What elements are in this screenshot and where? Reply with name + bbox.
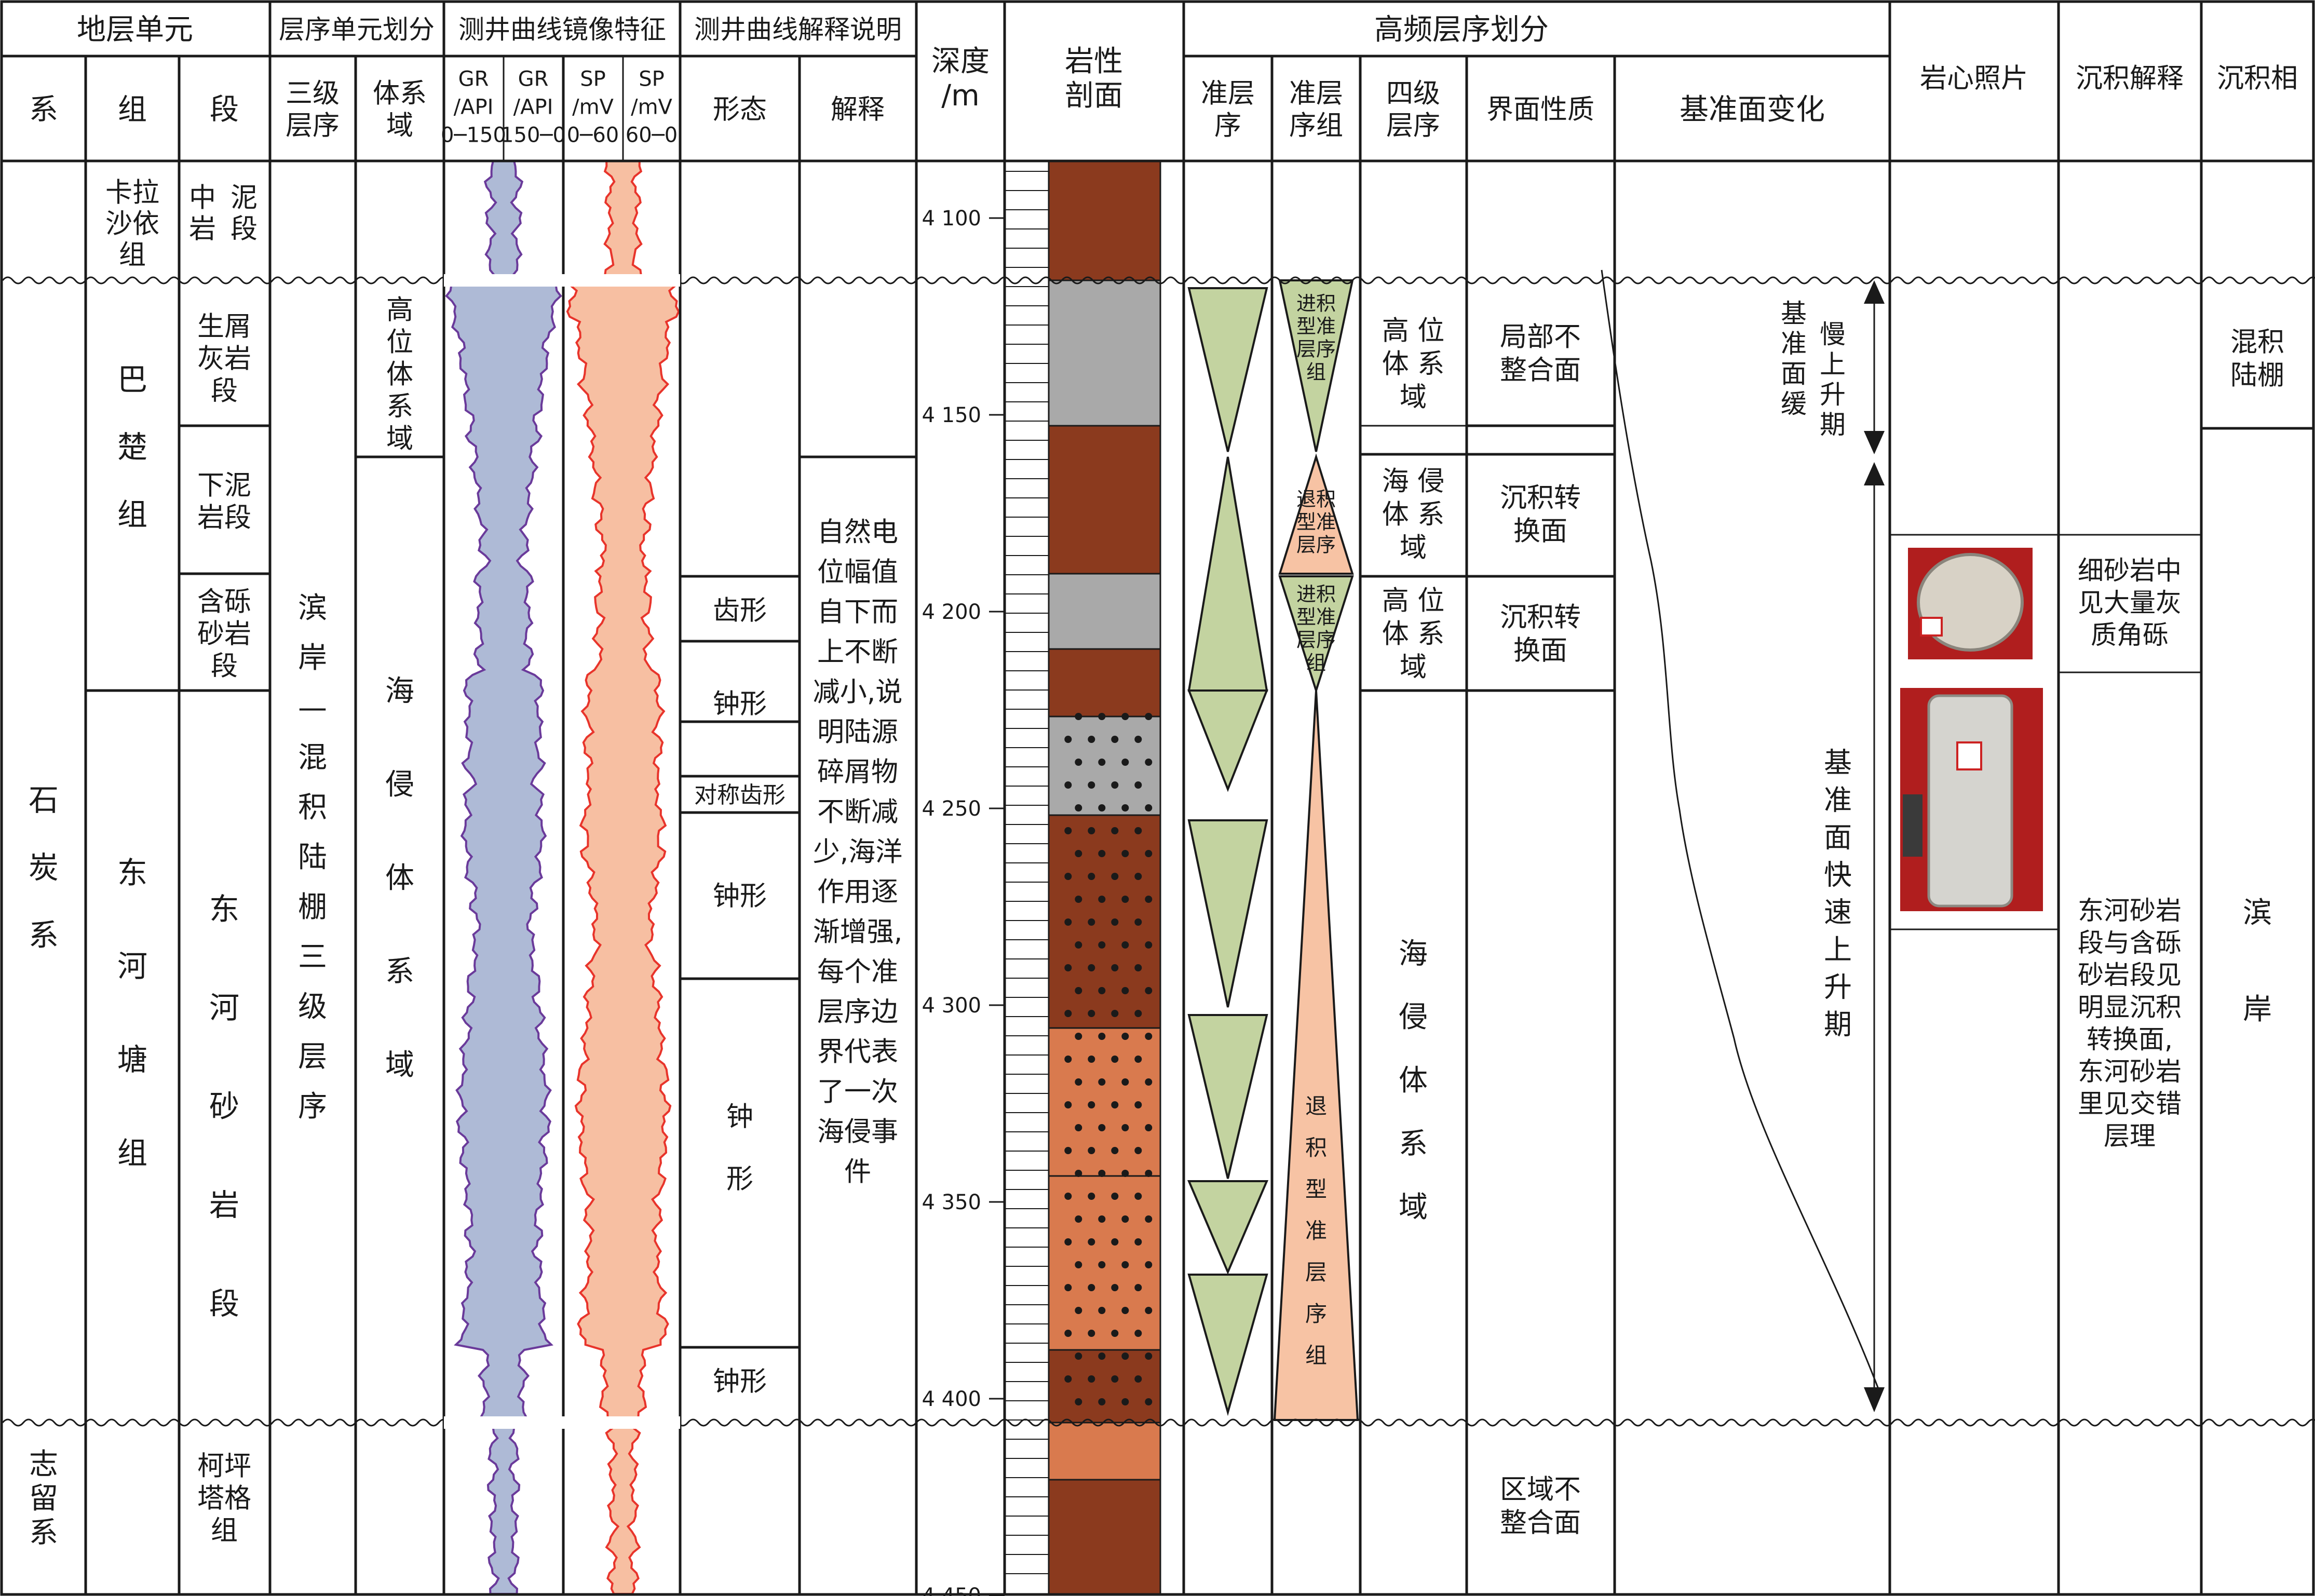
header-depth: 深度/m — [931, 45, 990, 113]
bioclastic-limestone-member: 生屑灰岩段 — [197, 312, 251, 407]
header-system: 系 — [29, 93, 58, 127]
base-level-arrows — [1864, 280, 1885, 1412]
header-parasequence: 准层序 — [1201, 78, 1255, 142]
depth-label: 4 150 — [922, 403, 981, 427]
header-sed-interp: 沉积解释 — [2076, 63, 2184, 94]
header-base-level-change: 基准面变化 — [1680, 93, 1825, 127]
header-sequence-division: 层序单元划分 — [279, 15, 435, 45]
header-lithology: 岩性剖面 — [1065, 45, 1123, 113]
surface-transition-1: 沉积转换面 — [1500, 483, 1581, 547]
header-strat-unit: 地层单元 — [77, 13, 193, 47]
hst-upper: 高 位体 系域 — [1382, 316, 1445, 413]
third-order-sequence-label: 滨岸—混积陆棚三级层序 — [298, 591, 327, 1124]
header-core-photo: 岩心照片 — [1920, 63, 2028, 94]
header-shape: 形态 — [713, 94, 767, 126]
tst-label: 海侵体系域 — [385, 674, 414, 1082]
shape-symmetric-serrated: 对称齿形 — [694, 782, 786, 808]
hst-label: 高位体系域 — [386, 295, 413, 455]
parasequence-triangle — [1187, 287, 1268, 452]
pebbly-sandstone-member: 含砾砂岩段 — [197, 587, 251, 682]
header-third-order: 三级层序 — [286, 78, 340, 142]
tst-upper: 海 侵体 系域 — [1382, 466, 1445, 564]
header-fourth-order: 四级层序 — [1386, 78, 1440, 142]
ps-set-retrogradational-lower: 退积型准层序组 — [1305, 1093, 1327, 1368]
unconformity-wave — [2, 276, 2315, 285]
donghetang-formation: 东河塘组 — [117, 855, 147, 1171]
base-level-fast-rise: 基准面快速上升期 — [1824, 746, 1852, 1040]
ps-set-triangle — [1278, 279, 1354, 452]
middle-mudstone-b: 泥段 — [231, 183, 258, 245]
header-parasequence-set: 准层序组 — [1289, 78, 1343, 142]
donghe-sandstone-member: 东河砂岩段 — [209, 891, 239, 1321]
surface-regional-unconformity: 区域不整合面 — [1500, 1475, 1581, 1539]
hst-lower: 高 位体 系域 — [1382, 586, 1445, 683]
shape-serrated: 齿形 — [713, 596, 767, 627]
header-formation: 组 — [118, 93, 147, 127]
parasequence-triangle — [1187, 1274, 1268, 1416]
log-explanation-text: 自然电位幅值自下而上不断减小,说明陆源碎屑物不断减少,海洋作用逐渐增强,每个准层… — [813, 517, 903, 1188]
sed-interp-upper: 细砂岩中见大量灰质角砾 — [2078, 556, 2182, 650]
ps-set-retrogradational-upper: 退积型准层序 — [1296, 488, 1336, 557]
depth-label: 4 400 — [922, 1387, 981, 1411]
shape-bell-4: 钟形 — [713, 1367, 767, 1398]
ps-set-triangle — [1278, 575, 1354, 694]
tst-lower: 海侵体系域 — [1399, 937, 1428, 1224]
parasequence-triangle — [1187, 456, 1268, 692]
header-member: 段 — [210, 93, 239, 127]
header-hf-division: 高频层序划分 — [1374, 13, 1549, 47]
silurian-system: 志留系 — [29, 1448, 58, 1550]
core-photo-2 — [1900, 688, 2043, 911]
surface-local-unconformity: 局部不整合面 — [1500, 322, 1581, 386]
depth-label: 4 350 — [922, 1191, 981, 1214]
base-level-slow-rise-a: 基准面缓 — [1781, 299, 1807, 419]
facies-shore: 滨岸 — [2243, 896, 2272, 1026]
karasayi-formation: 卡拉沙依组 — [105, 178, 159, 271]
header-surface-nature: 界面性质 — [1486, 94, 1594, 126]
depth-label: 4 250 — [922, 797, 981, 821]
ps-set-triangle — [1278, 453, 1354, 575]
unconformity-lines — [2, 274, 2315, 1429]
depth-label: 4 200 — [922, 600, 981, 624]
sequence-triangles — [1187, 279, 1359, 1421]
header-log-interp: 测井曲线解释说明 — [694, 15, 902, 45]
ps-set-progradational-upper: 进积型准层序组 — [1296, 292, 1336, 384]
header-systems-tract: 体系域 — [373, 78, 427, 142]
facies-mixed-shelf: 混积陆棚 — [2230, 327, 2284, 391]
shape-bell-1: 钟形 — [713, 689, 767, 720]
parasequence-triangle — [1187, 819, 1268, 1008]
bachu-formation: 巴楚组 — [117, 362, 147, 532]
parasequence-triangle — [1187, 1014, 1268, 1179]
depth-label: 4 100 — [922, 207, 981, 231]
base-level-slow-rise-b: 慢上升期 — [1820, 319, 1846, 440]
carboniferous-system: 石炭系 — [29, 782, 59, 953]
well-log-curves — [445, 160, 680, 1595]
depth-label: 4 300 — [922, 994, 981, 1018]
parasequence-triangle — [1187, 689, 1268, 792]
parasequence-triangle — [1187, 1180, 1269, 1275]
unconformity-wave — [2, 1418, 2315, 1427]
lithology-column — [1005, 160, 1161, 1595]
shape-bell-3: 钟形 — [726, 1102, 753, 1195]
sed-interp-lower: 东河砂岩段与含砾砂岩段见明显沉积转换面,东河砂岩里见交错层理 — [2078, 896, 2182, 1151]
core-photo-1 — [1908, 548, 2033, 659]
lower-mudstone-member: 下泥岩段 — [197, 470, 251, 534]
header-log-mirror: 测井曲线镜像特征 — [458, 15, 666, 45]
middle-mudstone-a: 中岩 — [189, 183, 216, 245]
kepingtage-formation: 柯坪塔格组 — [197, 1451, 251, 1547]
surface-transition-2: 沉积转换面 — [1500, 602, 1581, 667]
depth-label: 4 450 — [922, 1584, 981, 1596]
header-facies: 沉积相 — [2217, 63, 2298, 94]
header-explanation: 解释 — [831, 94, 885, 126]
ps-set-progradational-lower: 进积型准层序组 — [1296, 583, 1336, 674]
shape-bell-2: 钟形 — [713, 881, 767, 912]
base-level-curve — [1601, 269, 1880, 1392]
